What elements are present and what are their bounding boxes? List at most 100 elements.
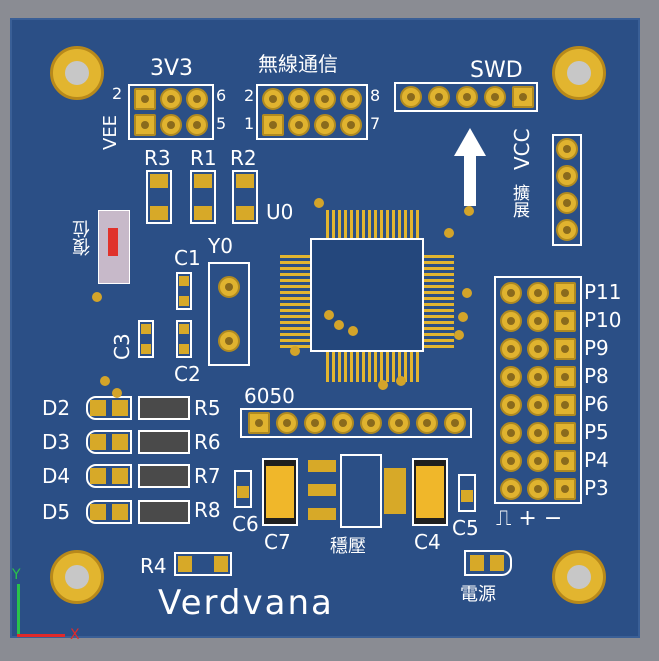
resistor-r2-pad (236, 206, 254, 220)
label-c5: C5 (452, 516, 479, 540)
resistor-r7 (138, 464, 190, 488)
header-6050-pin (304, 412, 326, 434)
resistor-r2-pad (236, 174, 254, 188)
header-wireless-pin (314, 114, 336, 136)
header-io-pin (500, 282, 522, 304)
header-io-pin (554, 338, 576, 360)
label-d3: D3 (42, 430, 71, 454)
power-led-pad (470, 555, 484, 571)
header-wireless-pin (314, 88, 336, 110)
via (396, 376, 406, 386)
label-power: 電源 (460, 584, 496, 605)
led-d5 (86, 500, 132, 524)
resistor-r8 (138, 500, 190, 524)
label-p3: P3 (584, 476, 609, 500)
crystal-y0 (208, 262, 250, 366)
mcu-u0 (310, 238, 424, 352)
header-io-pin (527, 450, 549, 472)
header-io-pin (554, 422, 576, 444)
header-6050-pin (388, 412, 410, 434)
label-pin2-left: 2 (112, 84, 123, 103)
header-6050-pin (444, 412, 466, 434)
via (314, 198, 324, 208)
mounting-hole-top-right (552, 46, 606, 100)
header-io-pin (527, 282, 549, 304)
header-io-pin (527, 366, 549, 388)
header-wireless (256, 84, 368, 140)
label-p6: P6 (584, 392, 609, 416)
via (462, 288, 472, 298)
led-d3 (86, 430, 132, 454)
label-r7: R7 (194, 464, 221, 488)
via (464, 206, 474, 216)
capacitor-c4-body (416, 466, 444, 518)
label-pin7: 7 (370, 114, 381, 133)
resistor-r4-pad (178, 556, 192, 572)
header-io-pin (527, 394, 549, 416)
via (112, 388, 122, 398)
header-io-pin (527, 338, 549, 360)
mcu-pads-left (280, 252, 312, 348)
arrow-up-icon (454, 128, 486, 156)
header-io-pin (527, 310, 549, 332)
capacitor-c3-pad (141, 324, 151, 334)
label-u0: U0 (266, 200, 294, 224)
label-swd: SWD (470, 58, 523, 83)
label-pin5: 5 (216, 114, 227, 133)
header-3v3-pin (186, 114, 208, 136)
header-expand-pin (556, 165, 578, 187)
label-c2: C2 (174, 362, 201, 386)
label-c4: C4 (414, 530, 441, 554)
header-io-pin (554, 366, 576, 388)
axis-y-line (17, 584, 20, 636)
label-y0: Y0 (208, 234, 233, 258)
via (378, 380, 388, 390)
mounting-hole-bottom-left (50, 550, 104, 604)
header-io-pin (554, 450, 576, 472)
mcu-pads-top (326, 210, 422, 242)
header-6050-pin (248, 412, 270, 434)
reset-button-actuator[interactable] (108, 228, 118, 256)
label-p11: P11 (584, 280, 622, 304)
resistor-r1-pad (194, 174, 212, 188)
label-r2: R2 (230, 146, 257, 170)
header-io-pin (500, 478, 522, 500)
label-p8: P8 (584, 364, 609, 388)
mcu-pads-bottom (326, 350, 422, 382)
label-3v3: 3V3 (150, 56, 194, 81)
resistor-r3-pad (150, 206, 168, 220)
header-expand-pin (556, 192, 578, 214)
header-expand-pin (556, 219, 578, 241)
label-r6: R6 (194, 430, 221, 454)
label-r3: R3 (144, 146, 171, 170)
label-p9: P9 (584, 336, 609, 360)
header-6050-pin (360, 412, 382, 434)
header-io-pin (527, 422, 549, 444)
via (348, 326, 358, 336)
led-d2 (86, 396, 132, 420)
label-p4: P4 (584, 448, 609, 472)
header-swd-pin (512, 86, 534, 108)
label-vee: VEE (100, 114, 121, 150)
header-wireless-pin (262, 114, 284, 136)
label-r1: R1 (190, 146, 217, 170)
pcb-board: 3V3 VEE 2 6 5 無線通信 2 1 8 7 SWD VCC 擴展 R3… (10, 18, 640, 638)
capacitor-c2-pad (179, 324, 189, 334)
resistor-r5 (138, 396, 190, 420)
via (334, 320, 344, 330)
brand-text: Verdvana (158, 583, 334, 623)
header-io-pin (500, 394, 522, 416)
header-swd-pin (400, 86, 422, 108)
led-d5-pad (112, 504, 128, 520)
label-pin2-wireless: 2 (244, 86, 255, 105)
label-pin8: 8 (370, 86, 381, 105)
header-io-pin (554, 478, 576, 500)
via (100, 376, 110, 386)
header-io-pin (500, 422, 522, 444)
header-expand (552, 134, 582, 246)
resistor-r1-pad (194, 206, 212, 220)
capacitor-c6-pad (237, 486, 249, 498)
regulator-pin (308, 460, 336, 472)
header-3v3-pin (160, 114, 182, 136)
header-io-pin (500, 338, 522, 360)
